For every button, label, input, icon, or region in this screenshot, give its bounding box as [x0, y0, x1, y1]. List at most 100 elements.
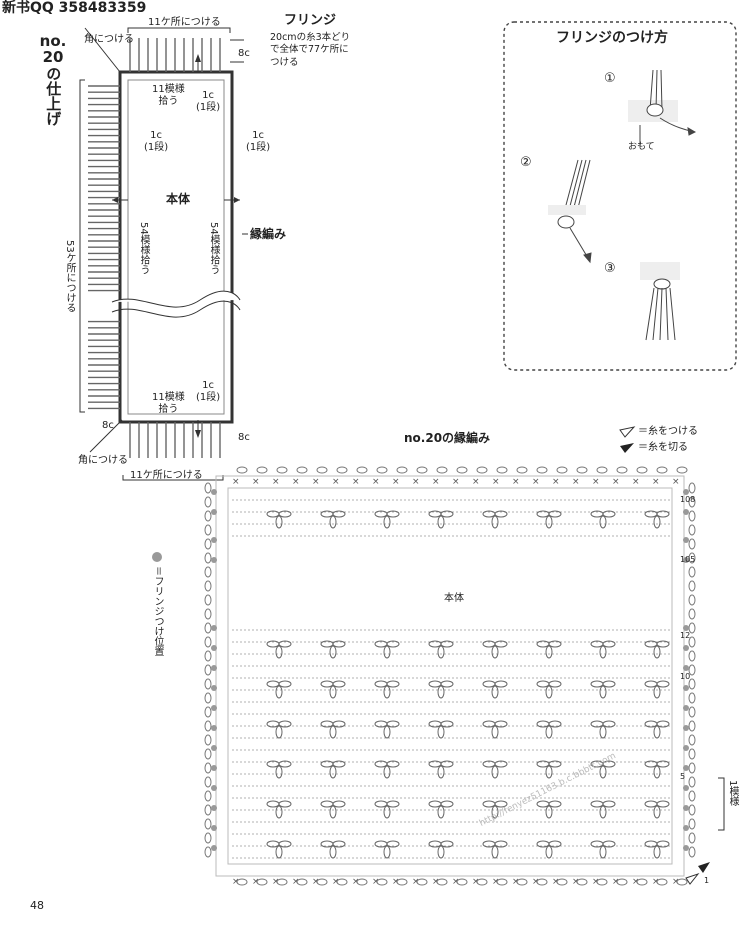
motif-petal — [320, 840, 334, 848]
edging-x: × — [432, 877, 440, 887]
motif-petal — [437, 685, 445, 699]
fringe-dot — [683, 845, 689, 851]
fringe-dot — [211, 685, 217, 691]
motif-petal — [656, 720, 670, 728]
motif-petal — [386, 680, 400, 688]
edging-x: × — [452, 877, 460, 887]
motif-petal — [491, 515, 499, 529]
edging-loop — [204, 538, 212, 550]
edging-loop — [688, 734, 696, 746]
edging-loop — [688, 790, 696, 802]
motif-petal — [320, 680, 334, 688]
motif-petal — [320, 800, 334, 808]
motif-petal — [275, 645, 283, 659]
motif-petal — [278, 510, 292, 518]
fringe-dot — [211, 785, 217, 791]
label-1c-left-line1: 1c — [150, 130, 163, 141]
edging-loop — [296, 878, 308, 886]
edging-loop — [688, 636, 696, 648]
motif-petal — [545, 685, 553, 699]
motif-petal — [329, 725, 337, 739]
edging-loop — [204, 804, 212, 816]
motif-petal — [428, 640, 442, 648]
label-11-bottom: 11ケ所につける — [130, 470, 203, 481]
edging-x: × — [232, 477, 240, 487]
edging-loop — [688, 832, 696, 844]
motif-petal — [599, 645, 607, 659]
motif-petal — [440, 840, 454, 848]
edging-x: × — [312, 477, 320, 487]
edging-loop — [204, 762, 212, 774]
edging-loop — [676, 878, 688, 886]
fringe-dot — [211, 805, 217, 811]
chart-cut-mark — [698, 862, 710, 873]
edging-loop — [204, 580, 212, 592]
motif-petal — [653, 805, 661, 819]
edging-x: × — [352, 477, 360, 487]
fringe-note-line1: 20cmの糸3本どり — [270, 32, 351, 43]
motif-petal — [329, 685, 337, 699]
motif-petal — [332, 800, 346, 808]
edging-loop — [204, 496, 212, 508]
edging-loop — [416, 466, 428, 474]
edging-loop — [276, 878, 288, 886]
edging-loop — [336, 878, 348, 886]
edging-loop — [688, 692, 696, 704]
label-8c-bottom-left: 8c — [102, 420, 114, 431]
motif-petal — [320, 510, 334, 518]
chart-title: no.20の縁編み — [404, 431, 491, 445]
motif-petal — [548, 640, 562, 648]
edging-loop — [596, 466, 608, 474]
page-number: 48 — [30, 899, 44, 912]
fringe-dot — [683, 725, 689, 731]
motif-petal — [491, 725, 499, 739]
legend-cut: ＝糸を切る — [638, 442, 688, 453]
edging-loop — [476, 878, 488, 886]
motif-petal — [428, 680, 442, 688]
fringe-dot — [211, 745, 217, 751]
edging-loop — [204, 510, 212, 522]
motif-petal — [536, 680, 550, 688]
label-11patterns-top-line2: 拾う — [158, 96, 179, 107]
motif-petal — [644, 760, 658, 768]
motif-petal — [266, 800, 280, 808]
fringe-dot — [211, 509, 217, 515]
edging-loop — [436, 466, 448, 474]
motif-petal — [599, 725, 607, 739]
edging-x: × — [412, 477, 420, 487]
motif-petal — [536, 840, 550, 848]
motif-petal — [491, 645, 499, 659]
header-watermark: 新书QQ 358483359 — [2, 0, 147, 16]
fringe-note-line3: つける — [270, 56, 299, 68]
edging-loop — [636, 878, 648, 886]
motif-petal — [491, 685, 499, 699]
fringe-left — [88, 85, 120, 410]
edging-loop — [396, 466, 408, 474]
motif-petal — [278, 840, 292, 848]
edging-x: × — [332, 477, 340, 487]
edging-loop — [204, 790, 212, 802]
edging-x: × — [532, 477, 540, 487]
motif-petal — [440, 640, 454, 648]
edging-loop — [688, 552, 696, 564]
motif-petal — [437, 845, 445, 859]
label-11patterns-top: 11模様 拾う — [152, 84, 185, 108]
fringe-top — [129, 38, 221, 72]
motif-petal — [599, 765, 607, 779]
howto-step2-illustration — [548, 159, 592, 264]
edging-loop — [688, 776, 696, 788]
edging-loop — [204, 524, 212, 536]
motif-petal — [437, 645, 445, 659]
motif-petal — [437, 515, 445, 529]
edging-loop — [236, 878, 248, 886]
howto-step1-illustration — [628, 69, 697, 145]
legend-attach-mark — [619, 426, 636, 438]
fringe-dot — [211, 845, 217, 851]
chart-attach-mark — [685, 872, 700, 885]
motif-petal — [644, 800, 658, 808]
motif-petal — [275, 725, 283, 739]
motif-petal — [599, 845, 607, 859]
motif-petal — [383, 515, 391, 529]
label-1c-right-line1: 1c — [252, 130, 265, 141]
motif-petal — [656, 510, 670, 518]
